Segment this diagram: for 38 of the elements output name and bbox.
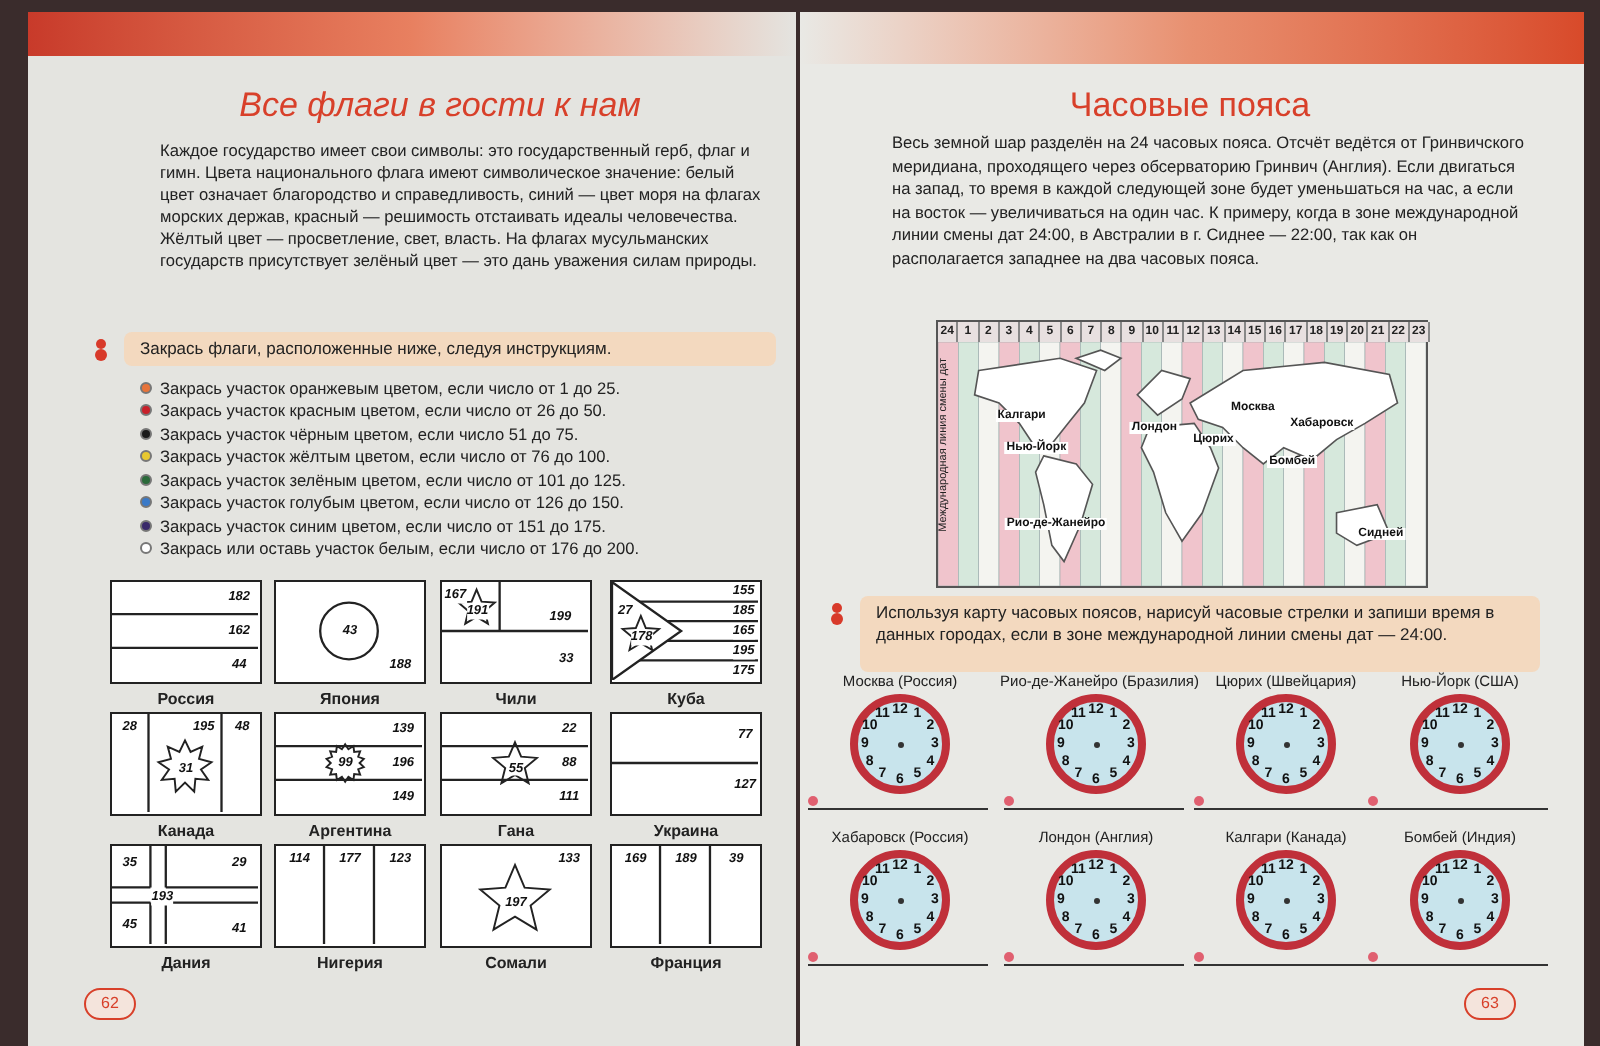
flag-outline <box>110 844 262 948</box>
legend-text: Закрась участок синим цветом, если число от 151 до 175. <box>160 517 606 534</box>
flag-outline <box>274 712 426 816</box>
intro-paragraph: Весь земной шар разделён на 24 часовых пояса. Отсчёт ведётся от Гринвичского меридиана, проходящего через обсерваторию Гринвич (Англия). Если двигаться на запад, то время в каждой следующей зоне будет уменьшаться на час, а если на восток — увеличиваться на один час. К примеру, когда в зоне международной линии смены дат 24:00, в Австралии в г. Сиднее — 22:00, так как он располагается западнее на два часовых пояса. <box>892 132 1527 270</box>
flag-outline <box>440 580 592 684</box>
flag-outline <box>610 580 762 684</box>
country-name: Нигерия <box>315 952 385 976</box>
country-name: Япония <box>318 688 382 712</box>
flag-outline <box>110 580 262 684</box>
page-title: Все флаги в гости к нам <box>237 84 643 128</box>
country-name: Чили <box>493 688 539 712</box>
flag-outline <box>440 712 592 816</box>
legend-text: Закрась или оставь участок белым, если число от 176 до 200. <box>160 540 639 557</box>
legend-text: Закрась участок чёрным цветом, если число 51 до 75. <box>160 425 579 442</box>
country-name: Украина <box>651 820 721 844</box>
legend-text: Закрась участок жёлтым цветом, если число от 76 до 100. <box>160 448 611 465</box>
country-name: Аргентина <box>306 820 394 844</box>
intro-paragraph: Каждое государство имеет свои символы: это государственный герб, флаг и гимн. Цвета национального флага имеют символическое значение: белый цвет означает благородство и справедливость, синий — цвет моря на флагах морских держав, красный — решимость отстаивать идеалы человечества. Жёлтый цвет — просветление, свет, власть. На флагах мусульманских государств присутствует зелёный цвет — это дань уважения силам природы. <box>160 140 763 272</box>
country-name: Дания <box>159 952 213 976</box>
country-name: Сомали <box>483 952 549 976</box>
flag-outline <box>440 844 592 948</box>
flag-outline <box>110 712 262 816</box>
legend-text: Закрась участок голубым цветом, если число от 126 до 150. <box>160 494 624 511</box>
country-name: Россия <box>155 688 217 712</box>
legend-text: Закрась участок оранжевым цветом, если число от 1 до 25. <box>160 379 621 396</box>
task-text: Используя карту часовых поясов, нарисуй часовые стрелки и запиши время в данных городах, если в зоне международной линии смены дат — 24:00. <box>876 602 1497 646</box>
country-name: Куба <box>665 688 707 712</box>
country-name: Канада <box>155 820 217 844</box>
flag-outline <box>610 844 762 948</box>
page-title: Часовые пояса <box>1067 84 1313 128</box>
legend-text: Закрась участок красным цветом, если число от 26 до 50. <box>160 402 607 419</box>
task-text: Закрась флаги, расположенные ниже, следуя инструкциям. <box>140 338 614 360</box>
legend-text: Закрась участок зелёным цветом, если число от 101 до 125. <box>160 471 626 488</box>
country-name: Франция <box>648 952 724 976</box>
flag-outline <box>274 844 426 948</box>
flag-outline <box>610 712 762 816</box>
country-name: Гана <box>495 820 537 844</box>
flag-outline <box>274 580 426 684</box>
